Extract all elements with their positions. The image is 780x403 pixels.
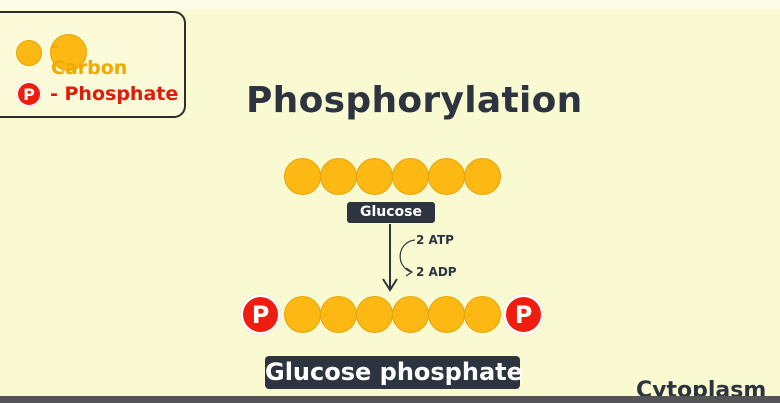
reaction-arrow-head <box>382 278 398 292</box>
phosphate-group-left: P <box>240 294 281 335</box>
carbon-atom <box>320 158 357 195</box>
carbon-atom <box>392 296 429 333</box>
carbon-atom <box>428 296 465 333</box>
carbon-atom <box>464 296 501 333</box>
carbon-atom <box>392 158 429 195</box>
carbon-atom <box>356 296 393 333</box>
legend-carbon-label: - Carbon <box>50 34 128 79</box>
glucose-phosphate-molecule: P P <box>240 294 544 335</box>
carbon-atom <box>464 158 501 195</box>
glucose-label: Glucose <box>347 202 435 223</box>
atp-adp-curve <box>399 239 416 273</box>
product-carbon-chain <box>284 296 501 335</box>
bottom-bar <box>0 396 780 403</box>
glucose-phosphate-label: Glucose phosphate <box>265 356 523 389</box>
reaction-arrow <box>382 224 416 292</box>
legend: - Carbon P - Phosphate <box>0 11 186 118</box>
diagram-title: Phosphorylation <box>246 80 583 121</box>
phosphate-icon: P <box>16 81 42 107</box>
carbon-atom <box>428 158 465 195</box>
adp-label: 2 ADP <box>416 265 457 279</box>
legend-phosphate-label: - Phosphate <box>50 83 179 105</box>
carbon-atom <box>284 158 321 195</box>
atp-label: 2 ATP <box>416 233 454 247</box>
top-strip <box>0 0 780 10</box>
carbon-atom <box>356 158 393 195</box>
legend-item-carbon: - Carbon <box>16 34 128 79</box>
carbon-atom <box>284 296 321 333</box>
carbon-atom <box>320 296 357 333</box>
phosphate-group-right: P <box>503 294 544 335</box>
atp-adp-curve-head <box>405 267 414 277</box>
legend-item-phosphate: P - Phosphate <box>16 81 178 107</box>
carbon-icon <box>16 39 42 66</box>
glucose-molecule <box>284 158 501 195</box>
